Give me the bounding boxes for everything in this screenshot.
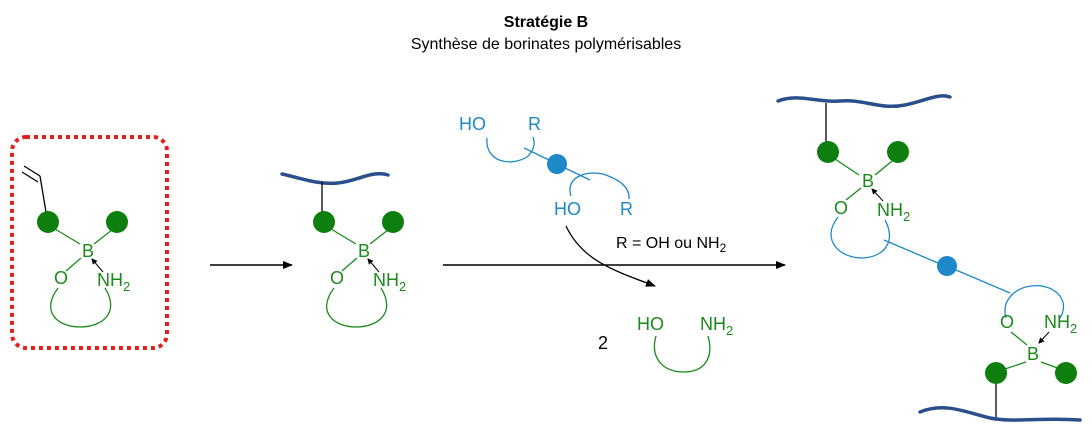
polymer-chain-top bbox=[776, 94, 952, 109]
substituent-node-right bbox=[106, 211, 128, 233]
page-title: Stratégie B bbox=[503, 14, 589, 31]
boron-atom: B bbox=[862, 171, 874, 191]
product-molecule: B O NH2 O NH2 B bbox=[776, 94, 1082, 422]
substituent-node-right bbox=[382, 211, 404, 233]
boron-atom: B bbox=[1027, 344, 1039, 364]
amine-atom: NH2 bbox=[877, 200, 910, 224]
oxygen-atom: O bbox=[54, 268, 68, 288]
reagent-hydroxyl-top: HO bbox=[459, 114, 486, 134]
page-subtitle: Synthèse de borinates polymérisables bbox=[410, 36, 682, 53]
byproduct-release-arrow bbox=[565, 225, 656, 287]
substituent-node-left bbox=[37, 211, 59, 233]
reagent-r-bottom: R bbox=[620, 199, 633, 219]
oxygen-atom: O bbox=[330, 268, 344, 288]
byproduct-molecule: 2 HO NH2 bbox=[598, 314, 733, 373]
highlight-box bbox=[10, 135, 169, 350]
substituent-node-left bbox=[817, 141, 839, 163]
monomer-molecule: B O NH2 bbox=[10, 135, 169, 350]
boron-atom: B bbox=[358, 241, 370, 261]
substituent-node-left bbox=[313, 211, 335, 233]
amine-atom: NH2 bbox=[1044, 312, 1077, 336]
reagent-hydroxyl-bottom: HO bbox=[554, 199, 581, 219]
amine-atom: NH2 bbox=[373, 270, 406, 294]
byproduct-hydroxyl: HO bbox=[637, 314, 664, 334]
byproduct-amine: NH2 bbox=[700, 314, 733, 338]
reagent-core-node bbox=[547, 154, 567, 174]
polymer-chain-bottom bbox=[918, 406, 1082, 422]
polymer-molecule: B O NH2 bbox=[280, 172, 406, 328]
boron-atom: B bbox=[82, 241, 94, 261]
substituent-node-left bbox=[985, 362, 1007, 384]
polymer-chain bbox=[280, 172, 390, 186]
reagent-molecule: HO R HO R bbox=[459, 114, 633, 219]
linker-core-node bbox=[937, 256, 957, 276]
amine-atom: NH2 bbox=[97, 270, 130, 294]
reagent-r-top: R bbox=[528, 114, 541, 134]
substituent-node-right bbox=[1055, 362, 1077, 384]
reaction-condition: R = OH ou NH2 bbox=[616, 235, 727, 255]
byproduct-coefficient: 2 bbox=[598, 333, 608, 353]
oxygen-atom: O bbox=[1000, 312, 1014, 332]
substituent-node-right bbox=[887, 141, 909, 163]
oxygen-atom: O bbox=[834, 198, 848, 218]
